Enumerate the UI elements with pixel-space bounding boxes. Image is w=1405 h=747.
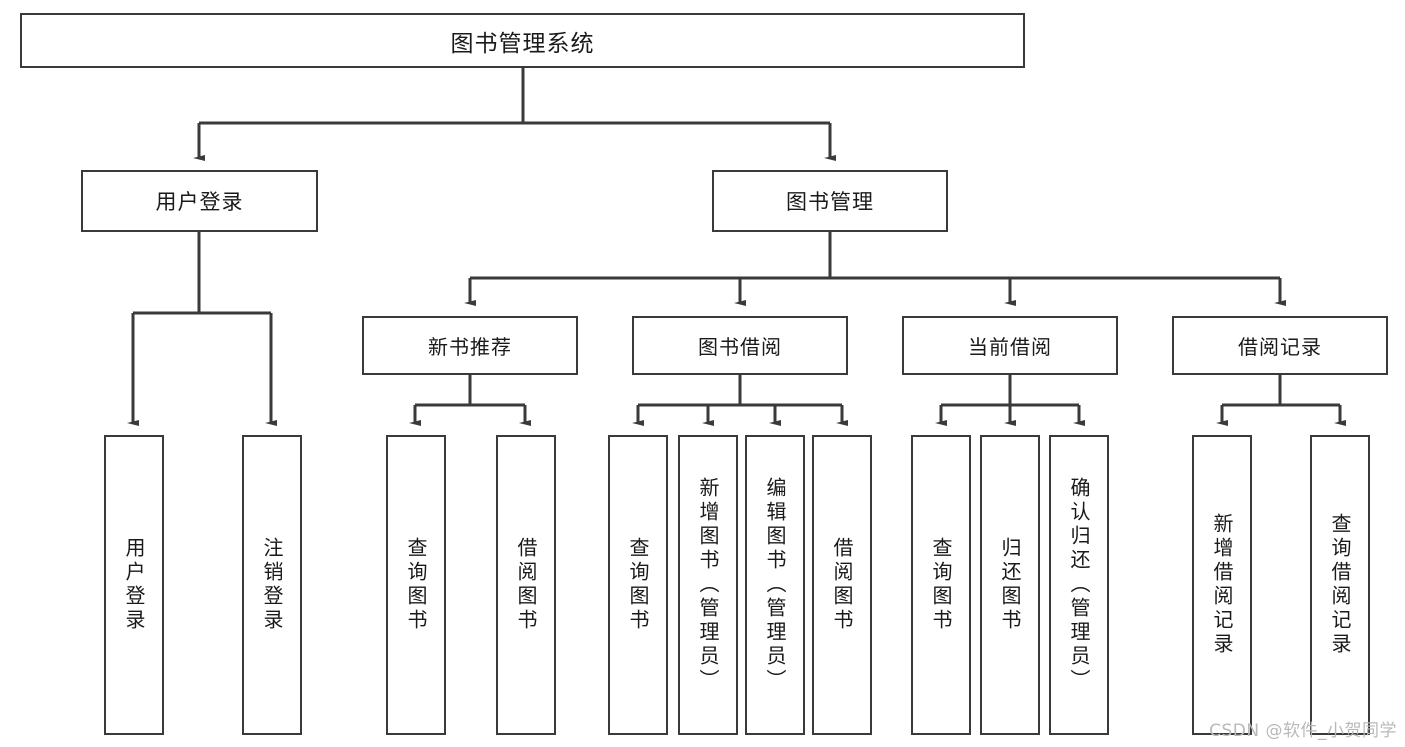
node-leaf-return-book-label: 归还图书 [998,537,1022,633]
node-leaf-query-book-borrow[interactable]: 查询图书 [608,435,668,735]
node-current-borrow-label: 当前借阅 [968,335,1052,359]
node-leaf-borrow-book[interactable]: 借阅图书 [812,435,872,735]
node-new-book-recommend-label: 新书推荐 [428,335,512,359]
node-leaf-query-book-recommend-label: 查询图书 [404,537,428,633]
node-book-borrow[interactable]: 图书借阅 [632,316,848,375]
node-leaf-borrow-book-recommend-label: 借阅图书 [514,537,538,633]
node-book-borrow-label: 图书借阅 [698,335,782,359]
node-leaf-user-login[interactable]: 用户登录 [104,435,164,735]
node-leaf-add-book-admin-label: 新增图书（管理员） [696,477,720,693]
node-leaf-edit-book-admin-label: 编辑图书（管理员） [763,477,787,693]
node-user-login-label: 用户登录 [155,190,244,214]
node-leaf-query-borrow-record-label: 查询借阅记录 [1328,513,1352,657]
node-new-book-recommend[interactable]: 新书推荐 [362,316,578,375]
node-leaf-logout-label: 注销登录 [260,537,284,633]
node-leaf-borrow-book-recommend[interactable]: 借阅图书 [496,435,556,735]
node-leaf-query-book-current[interactable]: 查询图书 [911,435,971,735]
node-leaf-query-book-current-label: 查询图书 [929,537,953,633]
node-root-label: 图书管理系统 [450,30,595,57]
node-leaf-logout[interactable]: 注销登录 [242,435,302,735]
node-borrow-record[interactable]: 借阅记录 [1172,316,1388,375]
node-book-management-label: 图书管理 [786,190,874,214]
node-borrow-record-label: 借阅记录 [1238,335,1322,359]
node-leaf-query-borrow-record[interactable]: 查询借阅记录 [1310,435,1370,735]
node-leaf-confirm-return-admin-label: 确认归还（管理员） [1067,477,1091,693]
node-leaf-user-login-label: 用户登录 [122,537,146,633]
node-leaf-query-book-recommend[interactable]: 查询图书 [386,435,446,735]
node-leaf-add-book-admin[interactable]: 新增图书（管理员） [678,435,738,735]
node-leaf-add-borrow-record[interactable]: 新增借阅记录 [1192,435,1252,735]
node-user-login[interactable]: 用户登录 [81,170,318,232]
node-leaf-confirm-return-admin[interactable]: 确认归还（管理员） [1049,435,1109,735]
node-root[interactable]: 图书管理系统 [20,13,1025,68]
node-book-management[interactable]: 图书管理 [712,170,948,232]
node-current-borrow[interactable]: 当前借阅 [902,316,1118,375]
node-leaf-borrow-book-label: 借阅图书 [830,537,854,633]
node-leaf-add-borrow-record-label: 新增借阅记录 [1210,513,1234,657]
node-leaf-query-book-borrow-label: 查询图书 [626,537,650,633]
node-leaf-return-book[interactable]: 归还图书 [980,435,1040,735]
node-leaf-edit-book-admin[interactable]: 编辑图书（管理员） [745,435,805,735]
